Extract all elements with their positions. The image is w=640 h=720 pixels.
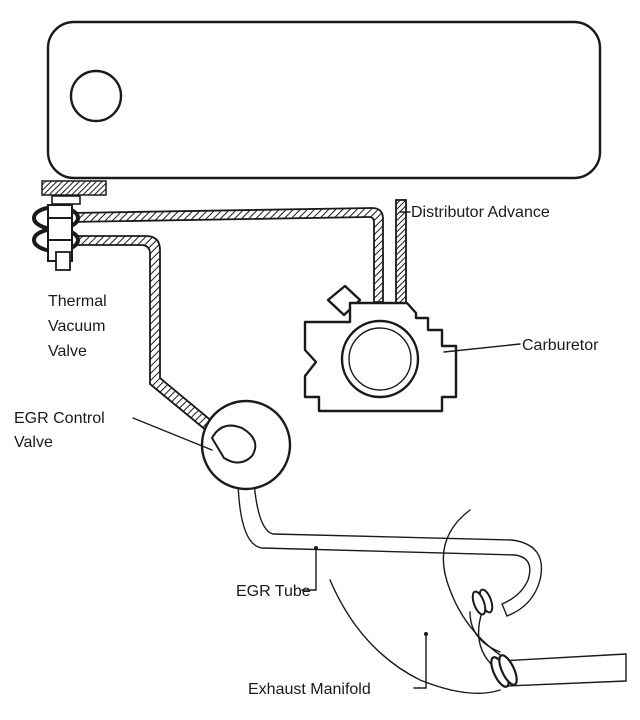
thermal-vacuum-valve	[32, 204, 80, 271]
egr-tube	[237, 481, 543, 653]
egr-valve-port	[210, 424, 257, 464]
carburetor	[303, 284, 458, 413]
label-carburetor: Carburetor	[522, 337, 599, 354]
leader-lines	[132, 211, 521, 689]
carburetor-lever	[326, 284, 362, 317]
air-cleaner-stud	[69, 69, 123, 123]
vacuum-hose-to-carburetor	[69, 207, 384, 303]
label-egr-valve-line2: Valve	[14, 434, 53, 451]
label-thermal-line2: Vacuum	[48, 318, 106, 335]
label-thermal-line3: Valve	[48, 343, 87, 360]
mounting-bracket	[41, 180, 107, 205]
egr-control-valve	[200, 399, 292, 491]
label-distributor-advance: Distributor Advance	[411, 204, 550, 221]
label-egr-control-valve: EGR Control Valve	[14, 410, 109, 451]
distributor-advance-hose	[395, 199, 407, 307]
carburetor-throat-outer	[340, 319, 420, 399]
label-egr-valve-line1: EGR Control	[14, 410, 105, 427]
air-cleaner-housing	[46, 20, 602, 180]
label-thermal-vacuum-valve: Thermal Vacuum Valve	[48, 293, 111, 360]
vacuum-hose-to-egr-valve	[69, 235, 221, 437]
carburetor-throat-inner	[348, 327, 412, 391]
label-egr-tube: EGR Tube	[236, 583, 311, 600]
exhaust-manifold	[329, 509, 627, 694]
label-thermal-line1: Thermal	[48, 293, 107, 310]
label-exhaust-manifold: Exhaust Manifold	[248, 681, 371, 698]
